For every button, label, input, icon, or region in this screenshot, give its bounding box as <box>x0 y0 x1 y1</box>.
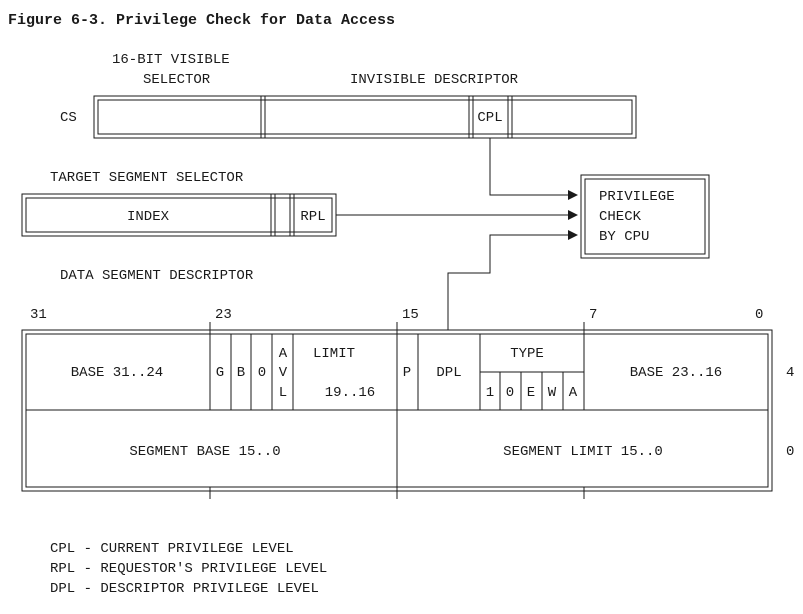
avl-bit-a: A <box>279 346 288 362</box>
legend-cpl: CPL - CURRENT PRIVILEGE LEVEL <box>50 541 294 557</box>
privilege-check-line3: BY CPU <box>599 229 649 245</box>
figure-title: Figure 6-3. Privilege Check for Data Acc… <box>8 12 395 29</box>
bit-number-7: 7 <box>589 307 597 323</box>
base-23-16-field: BASE 23..16 <box>630 365 722 381</box>
type-bit-0: 0 <box>506 385 514 401</box>
base-31-24-field: BASE 31..24 <box>71 365 163 381</box>
b-bit: B <box>237 365 245 381</box>
visible-selector-label-line2: SELECTOR <box>143 72 211 88</box>
data-segment-descriptor <box>21 322 773 499</box>
visible-selector-label-line1: 16-BIT VISIBLE <box>112 52 230 68</box>
bit-number-15: 15 <box>402 307 419 323</box>
bit-number-23: 23 <box>215 307 232 323</box>
row-offset-4: 4 <box>786 365 794 381</box>
limit-19-16: 19..16 <box>325 385 375 401</box>
zero-bit: 0 <box>258 365 266 381</box>
dpl-field: DPL <box>436 365 461 381</box>
type-bit-w: W <box>548 385 557 401</box>
segment-limit-15-0: SEGMENT LIMIT 15..0 <box>503 444 663 460</box>
legend-dpl: DPL - DESCRIPTOR PRIVILEGE LEVEL <box>50 581 319 597</box>
privilege-check-line1: PRIVILEGE <box>599 189 675 205</box>
segment-base-15-0: SEGMENT BASE 15..0 <box>129 444 280 460</box>
index-field: INDEX <box>127 209 170 225</box>
legend-rpl: RPL - REQUESTOR'S PRIVILEGE LEVEL <box>50 561 327 577</box>
type-bit-a: A <box>569 385 578 401</box>
cpl-arrow <box>489 138 578 200</box>
target-selector-box <box>21 193 337 237</box>
target-selector-label: TARGET SEGMENT SELECTOR <box>50 170 244 186</box>
g-bit: G <box>216 365 224 381</box>
dpl-arrow <box>447 230 578 330</box>
cpl-field: CPL <box>477 110 502 126</box>
limit-label: LIMIT <box>313 346 355 362</box>
bit-number-31: 31 <box>30 307 47 323</box>
avl-bit-l: L <box>279 385 287 401</box>
privilege-check-box <box>580 174 710 259</box>
avl-bit-v: V <box>279 365 288 381</box>
invisible-descriptor-label: INVISIBLE DESCRIPTOR <box>350 72 519 88</box>
bit-number-0: 0 <box>755 307 763 323</box>
p-bit: P <box>403 365 411 381</box>
data-segment-descriptor-label: DATA SEGMENT DESCRIPTOR <box>60 268 254 284</box>
privilege-check-line2: CHECK <box>599 209 642 225</box>
type-bit-e: E <box>527 385 535 401</box>
type-label: TYPE <box>510 346 544 362</box>
cs-label: CS <box>60 110 77 126</box>
rpl-field: RPL <box>300 209 325 225</box>
row-offset-0: 0 <box>786 444 794 460</box>
type-bit-1: 1 <box>486 385 494 401</box>
cs-register <box>93 95 637 139</box>
